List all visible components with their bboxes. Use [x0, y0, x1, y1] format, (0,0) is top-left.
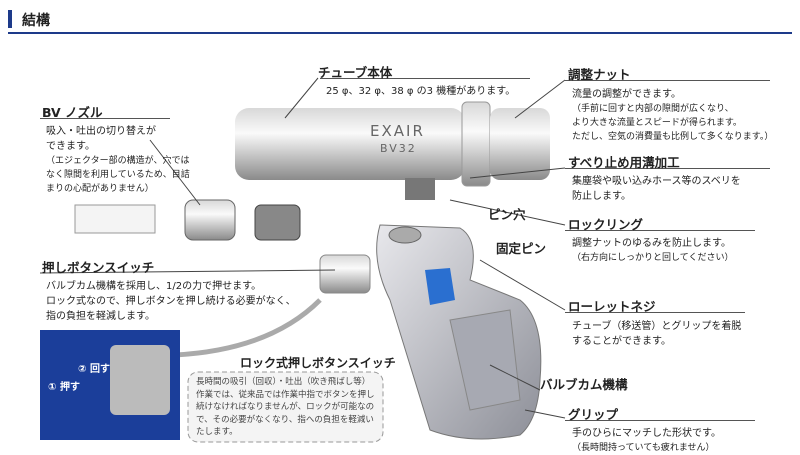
nozzle-heading: BV ノズル	[42, 105, 103, 120]
grip-desc: 手のひらにマッチした形状です。	[572, 428, 721, 439]
nozzle-note: まりの心配がありません）	[46, 184, 154, 194]
knurl-heading: ローレットネジ	[568, 299, 656, 314]
tube-brand: EXAIR	[370, 122, 425, 140]
lock-ring-note: （右方向にしっかりと回してください）	[572, 253, 734, 263]
lock-ring-heading: ロックリング	[568, 217, 644, 232]
lock-switch-line: 作業では、従来品では作業中指でボタンを押し	[196, 389, 375, 400]
inset-step1: ① 押す	[48, 382, 80, 393]
tube-desc: 25 φ、32 φ、38 φ の3 機種があります。	[326, 86, 516, 97]
nut-note: より大きな流量とスピードが得られます。	[572, 118, 742, 128]
nut-callout: 調整ナット流量の調整ができます。 （手前に回すと内部の隙間が広くなり、より大きな流…	[568, 64, 773, 144]
button-line: 指の負担を軽減します。	[46, 311, 155, 322]
nut-heading: 調整ナット	[568, 67, 631, 82]
knurl-line: チューブ（移送管）とグリップを着脱	[572, 321, 742, 332]
groove-line: 集塵袋や吸い込みホース等のスベリを	[572, 176, 741, 187]
section-header: 結構	[8, 6, 792, 34]
inset-step2: ② 回す	[78, 364, 110, 375]
lock-switch-line: 長時間の吸引（回収）・吐出（吹き飛ばし等）	[196, 377, 371, 387]
grip-note: （長時間持っていても疲れません）	[572, 443, 715, 453]
knurl-callout: ローレットネジチューブ（移送管）とグリップを着脱することができます。	[568, 296, 741, 349]
button-callout: 押しボタンスイッチバルブカム機構を採用し、1/2の力で押せます。ロック式なので、…	[42, 257, 296, 324]
nozzle-line: できます。	[46, 141, 95, 152]
tube-callout: チューブ本体 25 φ、32 φ、38 φ の3 機種があります。	[318, 62, 515, 99]
header-accent	[8, 10, 12, 28]
lock-ring-desc: 調整ナットのゆるみを防止します。	[572, 238, 731, 249]
grip-callout: グリップ手のひらにマッチした形状です。 （長時間持っていても疲れません）	[568, 404, 721, 455]
fixed-pin-label: 固定ピン	[496, 241, 547, 256]
groove-line: 防止します。	[572, 191, 631, 202]
tube-body	[235, 101, 550, 200]
nozzle-callout: BV ノズル吸入・吐出の切り替えができます。 （エジェクター部の構造が、穴ではなく…	[42, 102, 190, 196]
lock-switch-line: で、その必要がなくなり、指への負担を軽減い	[196, 414, 374, 425]
leader-lines	[39, 77, 566, 419]
lock-switch-box	[187, 371, 384, 443]
button-line: バルブカム機構を採用し、1/2の力で押せます。	[46, 281, 262, 292]
nut-note: （手前に回すと内部の隙間が広くなり、	[572, 104, 734, 114]
lock-ring-callout: ロックリング調整ナットのゆるみを防止します。 （右方向にしっかりと回してください）	[568, 214, 733, 265]
nut-note: ただし、空気の消費量も比例して多くなります。）	[572, 132, 774, 142]
nozzle-note: なく隙間を利用しているため、目詰	[46, 170, 190, 180]
valve-cam-label: バルブカム機構	[540, 377, 628, 392]
button-line: ロック式なので、押しボタンを押し続ける必要がなく、	[46, 296, 296, 307]
knurl-line: することができます。	[572, 336, 671, 347]
nut-desc: 流量の調整ができます。	[572, 89, 681, 100]
section-title: 結構	[22, 13, 50, 29]
groove-heading: すべり止め用溝加工	[568, 155, 680, 170]
tube-model: BV32	[380, 142, 417, 155]
lock-switch-line: たします。	[196, 427, 238, 437]
nozzle-line: 吸入・吐出の切り替えが	[46, 126, 156, 137]
lock-switch-heading: ロック式押しボタンスイッチ	[240, 356, 396, 370]
pin-hole-label: ピン穴	[488, 207, 526, 222]
grip-body	[319, 224, 542, 440]
groove-callout: すべり止め用溝加工集塵袋や吸い込みホース等のスベリを防止します。	[568, 152, 741, 204]
button-heading: 押しボタンスイッチ	[42, 260, 155, 275]
nozzle-note: （エジェクター部の構造が、穴では	[46, 156, 190, 166]
nozzle-parts	[74, 199, 301, 241]
grip-heading: グリップ	[568, 407, 619, 422]
tube-heading: チューブ本体	[318, 65, 393, 80]
lock-switch-line: 続けなければなりませんが、ロックが可能なの	[196, 402, 375, 412]
lock-switch-text: 長時間の吸引（回収）・吐出（吹き飛ばし等） 作業では、従来品では作業中指でボタン…	[196, 376, 375, 439]
